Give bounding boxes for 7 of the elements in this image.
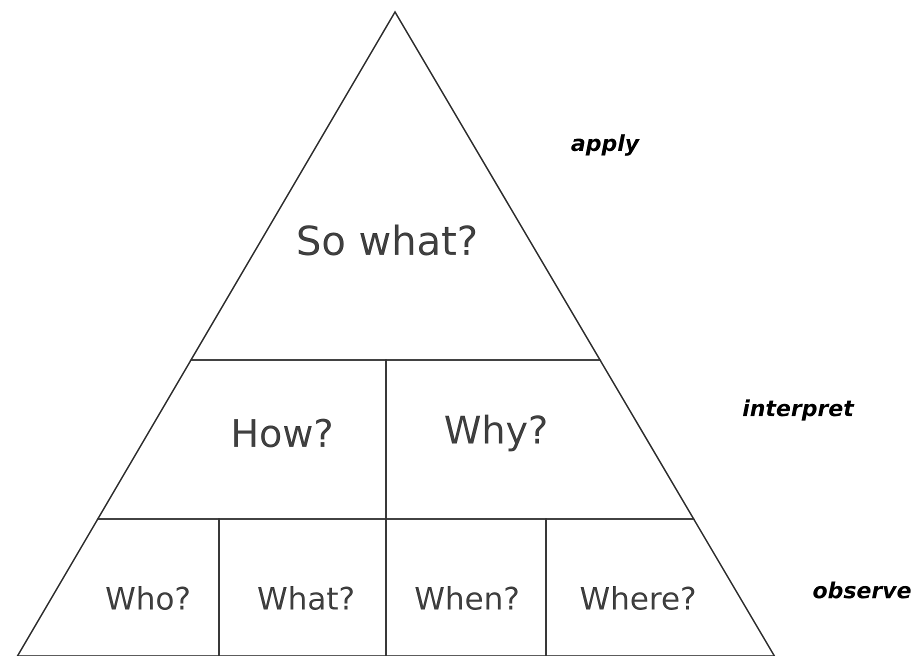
pyramid-section: When? <box>385 518 547 656</box>
level-label: apply <box>571 134 640 156</box>
pyramid-section: Where? <box>545 518 776 656</box>
pyramid-section: Why? <box>385 359 696 520</box>
pyramid-section: What? <box>218 518 387 656</box>
level-label: interpret <box>742 399 854 421</box>
level-label: observe <box>813 581 911 599</box>
